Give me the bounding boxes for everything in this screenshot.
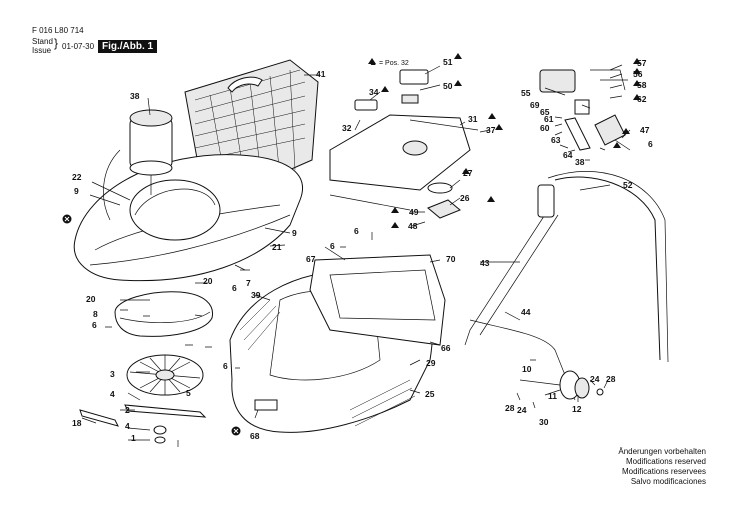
part-label: 18 — [72, 418, 82, 428]
part-label: 69 — [530, 100, 540, 110]
part-label: 6 — [223, 361, 228, 371]
part-label: 21 — [272, 242, 282, 252]
part-label: 9 — [292, 228, 297, 238]
part-label: 68 — [250, 431, 260, 441]
drawing-code: F 016 L80 714 — [32, 26, 84, 35]
part-label: 1 — [131, 433, 136, 443]
part-label: 8 — [93, 309, 98, 319]
part-label: 24 — [517, 405, 527, 415]
lid-frame-part — [309, 254, 446, 346]
part-label: 26 — [460, 193, 470, 203]
part-label: 61 — [544, 114, 554, 124]
brace-glyph: } — [54, 36, 59, 50]
footer-note-de: Änderungen vorbehalten — [618, 447, 706, 456]
issue-date: 01-07-30 — [62, 42, 95, 51]
part-label: 67 — [306, 254, 316, 264]
part-label: 30 — [539, 417, 549, 427]
footer-note-fr: Modifications reservees — [621, 467, 706, 476]
part-label: 31 — [468, 114, 478, 124]
part-label: 48 — [408, 221, 418, 231]
cutting-deck-part — [114, 291, 214, 337]
part-label: 20 — [203, 276, 213, 286]
part-label: 6 — [648, 139, 653, 149]
part-label: 60 — [540, 123, 550, 133]
part-label: 38 — [575, 157, 585, 167]
part-label: 50 — [443, 81, 453, 91]
switch-assembly-part — [539, 69, 631, 151]
part-label: 37 — [486, 125, 496, 135]
part-label: 55 — [521, 88, 531, 98]
footer-note-es: Salvo modificaciones — [630, 477, 706, 486]
part-label: 56 — [633, 69, 643, 79]
part-label: 41 — [316, 69, 326, 79]
part-label: 44 — [521, 307, 531, 317]
part-label: 20 — [86, 294, 96, 304]
part-label: 66 — [441, 343, 451, 353]
issue-label: Issue — [32, 46, 52, 55]
motor-part — [103, 109, 173, 221]
part-label: 49 — [409, 207, 419, 217]
part-label: 47 — [640, 125, 650, 135]
cover-plate-part — [329, 69, 479, 219]
part-label: 34 — [369, 87, 379, 97]
part-labels: 1 2 3 4 4 5 6 6 6 6 6 6 7 8 9 9 10 11 12… — [72, 57, 653, 443]
part-label: 58 — [637, 80, 647, 90]
wheel-part — [519, 370, 604, 400]
part-label: 32 — [342, 123, 352, 133]
part-label: 64 — [563, 150, 573, 160]
fan-impeller-part — [126, 354, 204, 396]
part-label: 62 — [637, 94, 647, 104]
part-label: 25 — [425, 389, 435, 399]
part-label: 4 — [110, 389, 115, 399]
leader-lines — [81, 64, 631, 441]
part-label: 22 — [72, 172, 82, 182]
handle-part — [464, 171, 669, 401]
part-label: 57 — [637, 58, 647, 68]
part-label: 65 — [540, 107, 550, 117]
part-label: 63 — [551, 135, 561, 145]
part-label: 10 — [522, 364, 532, 374]
position-note-text: = Pos. 32 — [379, 60, 409, 67]
top-housing-part — [73, 154, 303, 282]
footer-note-en: Modifications reserved — [625, 457, 706, 466]
part-label: 6 — [232, 283, 237, 293]
part-label: 70 — [446, 254, 456, 264]
part-label: 7 — [246, 278, 251, 288]
part-label: 5 — [186, 388, 191, 398]
part-label: 6 — [330, 241, 335, 251]
part-label: 3 — [110, 369, 115, 379]
part-label: 11 — [548, 391, 557, 401]
part-label: 24 — [590, 374, 600, 384]
triangle-markers — [368, 53, 641, 228]
part-label: 43 — [480, 258, 490, 268]
part-label: 39 — [251, 290, 261, 300]
part-label: 28 — [505, 403, 515, 413]
figure-badge: Fig./Abb. 1 — [98, 40, 158, 53]
part-label: 6 — [354, 226, 359, 236]
part-label: 27 — [463, 168, 473, 178]
part-label: 51 — [443, 57, 453, 67]
part-label: 29 — [426, 358, 436, 368]
part-label: 38 — [130, 91, 140, 101]
part-label: 28 — [606, 374, 616, 384]
circled-x-markers — [62, 214, 241, 436]
part-label: 12 — [572, 404, 582, 414]
stand-label: Stand — [32, 37, 53, 46]
blade-part — [79, 404, 207, 444]
part-label: 2 — [125, 405, 130, 415]
part-label: 9 — [74, 186, 79, 196]
position-note-marker: ▲ — [369, 57, 377, 67]
part-label: 4 — [125, 421, 130, 431]
part-label: 6 — [92, 320, 97, 330]
part-label: 52 — [623, 180, 633, 190]
